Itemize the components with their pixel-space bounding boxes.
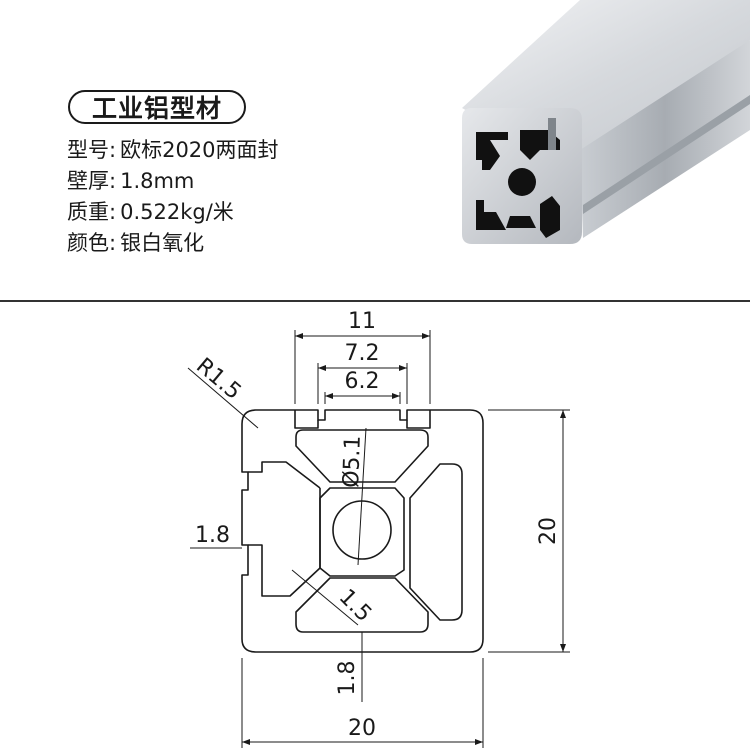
spec-label: 壁厚 <box>67 169 109 193</box>
spec-row-color: 颜色:银白氧化 <box>67 231 205 255</box>
spec-list: 型号:欧标2020两面封 壁厚:1.8mm 质重:0.522kg/米 颜色:银白… <box>67 135 279 259</box>
dim-rib-label: 1.5 <box>334 585 376 627</box>
dim-wall-side-label: 1.8 <box>195 523 230 548</box>
cross-section-drawing: 11 7.2 6.2 R1.5 Ø5.1 20 20 1.8 1.8 1.5 <box>187 309 570 748</box>
spec-label: 型号 <box>67 138 109 162</box>
profile-side-surface <box>580 40 750 238</box>
center-core <box>319 487 405 577</box>
dim-radius-label: R1.5 <box>191 353 246 404</box>
top-slot <box>294 410 431 429</box>
left-slot-upper <box>248 461 321 489</box>
dim-width-label: 20 <box>348 716 376 741</box>
left-slot-lower <box>248 544 321 597</box>
dim-bore-label: Ø5.1 <box>339 435 366 488</box>
spec-row-wall: 壁厚:1.8mm <box>67 169 195 193</box>
top-cavity <box>295 429 429 483</box>
profile-outline <box>241 409 484 653</box>
section-divider <box>0 300 750 302</box>
center-bore <box>332 500 392 560</box>
product-title-text: 工业铝型材 <box>92 94 223 123</box>
dimension-arrows <box>242 333 566 745</box>
spec-label: 质重 <box>67 200 109 224</box>
dimension-lines <box>187 330 570 748</box>
dim-height-label: 20 <box>536 517 561 545</box>
spec-row-weight: 质重:0.522kg/米 <box>67 200 234 224</box>
spec-row-model: 型号:欧标2020两面封 <box>67 138 279 162</box>
product-title: 工业铝型材 <box>68 90 247 124</box>
bottom-cavity <box>295 577 429 633</box>
spec-value: 银白氧化 <box>120 231 205 255</box>
spec-value: 1.8mm <box>120 169 195 193</box>
dim-wall-bottom-label: 1.8 <box>335 661 360 696</box>
dim-slot-inner-label: 6.2 <box>345 369 380 394</box>
spec-value: 欧标2020两面封 <box>120 138 279 162</box>
right-cavity <box>409 463 463 621</box>
profile-render <box>462 0 750 244</box>
dim-slot-mid-label: 7.2 <box>345 341 380 366</box>
spec-label: 颜色 <box>67 231 109 255</box>
dim-slot-outer-label: 11 <box>348 309 376 334</box>
spec-value: 0.522kg/米 <box>120 200 234 224</box>
